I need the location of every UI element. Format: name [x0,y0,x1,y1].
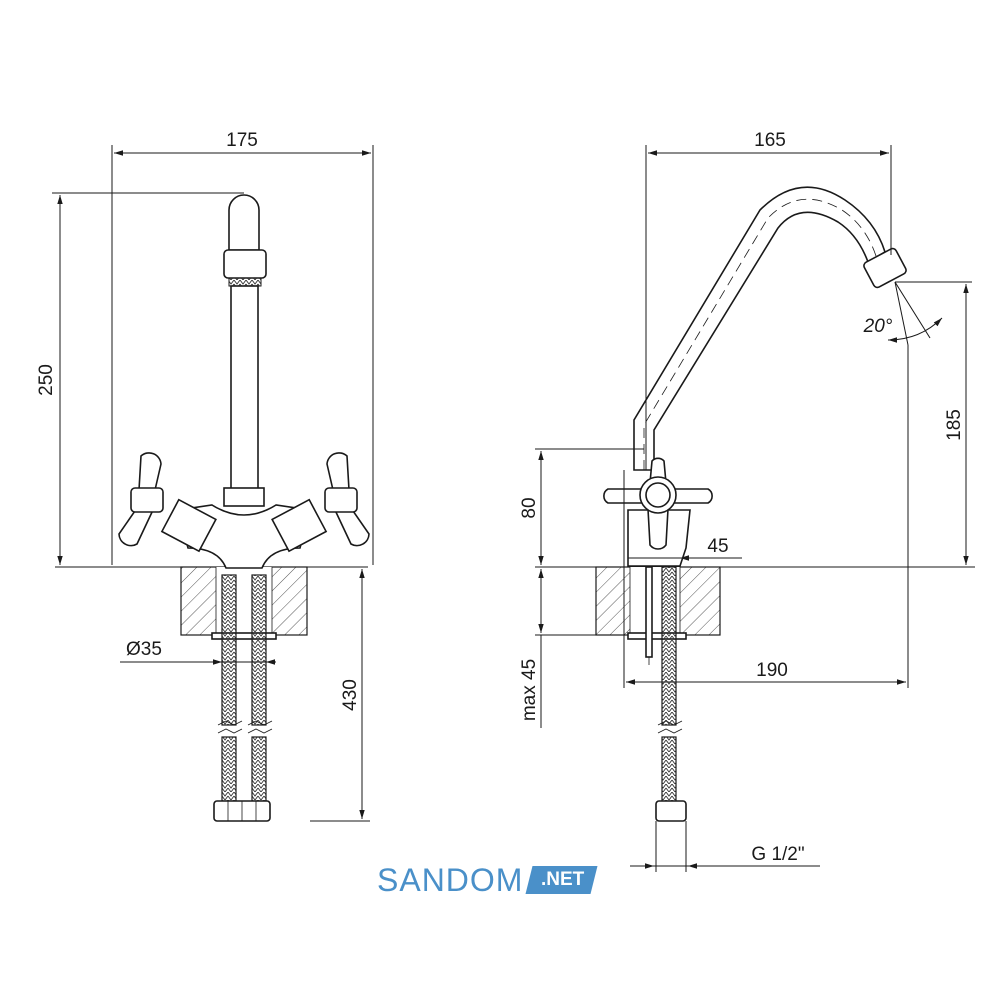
brand-tld: .NET [541,869,585,890]
front-hose-left [221,574,237,726]
brand-name: SANDOM [377,862,524,898]
front-height-label: 250 [36,364,57,396]
side-thread-label: G 1/2" [751,844,804,865]
side-body-height-label: 80 [519,497,540,518]
front-hose-length-label: 430 [340,679,361,711]
side-mounting-washer [627,632,687,640]
front-aerator [223,249,267,279]
front-view: 175 250 Ø35 430 [36,130,374,822]
brand-logo: SANDOM .NET [377,860,599,900]
side-spout-angle-label: 20° [863,316,893,337]
front-spout-top [228,194,260,251]
side-deck-thickness-label: max 45 [519,659,540,721]
side-width-label: 165 [754,130,786,151]
front-hole-diameter-label: Ø35 [126,639,162,660]
front-mounting-washer [211,632,277,640]
brand-tld-badge: .NET [525,866,599,894]
front-handle-right [324,452,370,547]
side-view: 165 20° 185 80 45 max 45 190 G [519,130,975,872]
side-hose-nut [655,800,687,822]
front-hose-right [251,574,267,726]
side-aerator [863,247,907,289]
side-reach-label: 190 [756,660,788,681]
side-base-width-label: 45 [707,536,728,557]
front-handle-left [118,452,164,547]
side-hose [661,566,677,726]
side-spout-tube [633,186,886,471]
side-spout-height-label: 185 [944,409,965,441]
side-handle [603,457,713,550]
front-width-label: 175 [226,130,258,151]
front-spout-tube [230,285,259,491]
